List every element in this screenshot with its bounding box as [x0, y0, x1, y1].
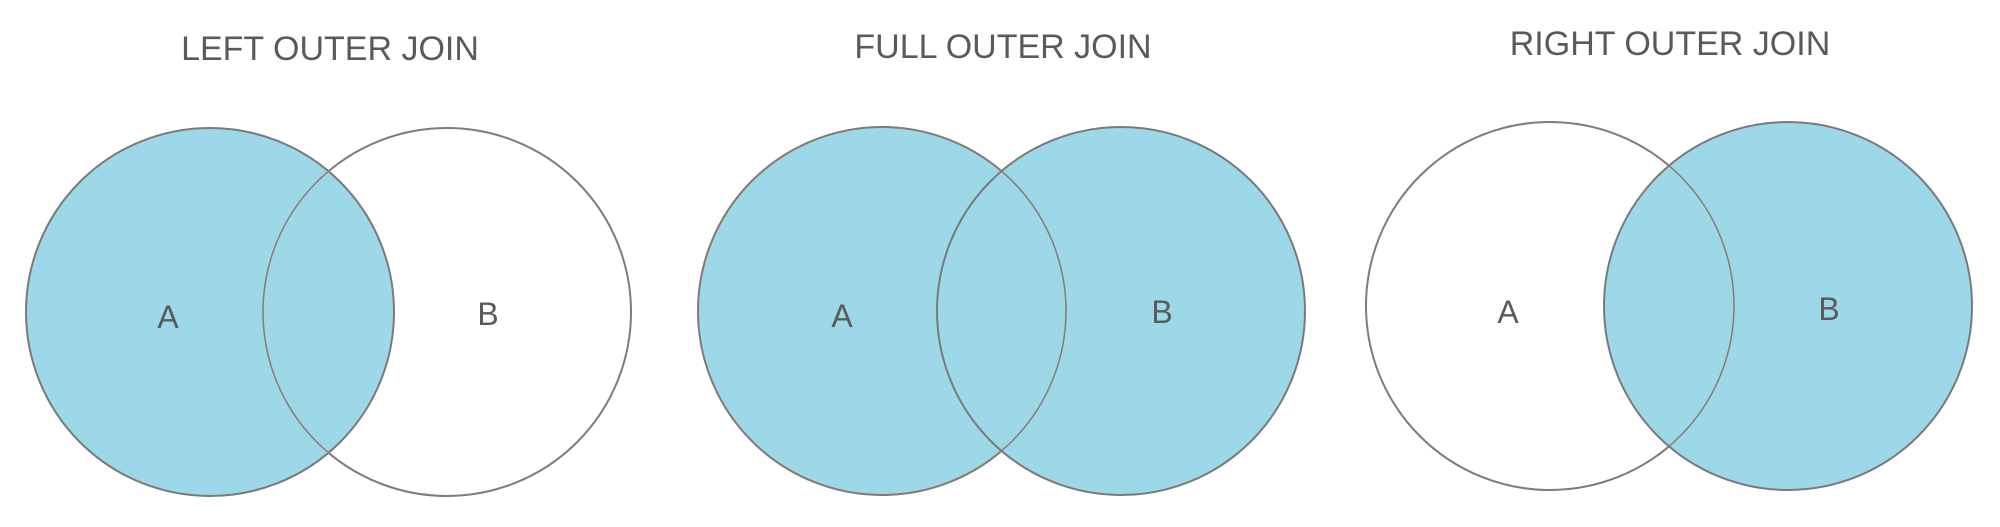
left-outer-join-title: LEFT OUTER JOIN	[181, 30, 479, 68]
right-join-circle-b	[1603, 121, 1973, 491]
full-outer-join-diagram: FULL OUTER JOIN A B	[697, 28, 1306, 496]
full-join-label-a: A	[831, 298, 853, 334]
left-join-circle-b-outline	[262, 127, 632, 497]
full-join-circle-b	[936, 126, 1306, 496]
left-join-circle-a	[25, 127, 395, 497]
left-join-label-a: A	[157, 299, 179, 335]
right-outer-join-diagram: RIGHT OUTER JOIN A B	[1365, 25, 1973, 491]
full-outer-join-title: FULL OUTER JOIN	[854, 28, 1151, 66]
right-join-label-b: B	[1818, 291, 1839, 327]
right-outer-join-title: RIGHT OUTER JOIN	[1510, 25, 1831, 63]
right-join-label-a: A	[1497, 294, 1519, 330]
right-join-circle-a-outline	[1365, 121, 1735, 491]
left-outer-join-diagram: LEFT OUTER JOIN A B	[25, 30, 632, 497]
left-join-label-b: B	[477, 296, 498, 332]
full-join-label-b: B	[1151, 294, 1172, 330]
full-join-circle-a-outline	[697, 126, 1067, 496]
